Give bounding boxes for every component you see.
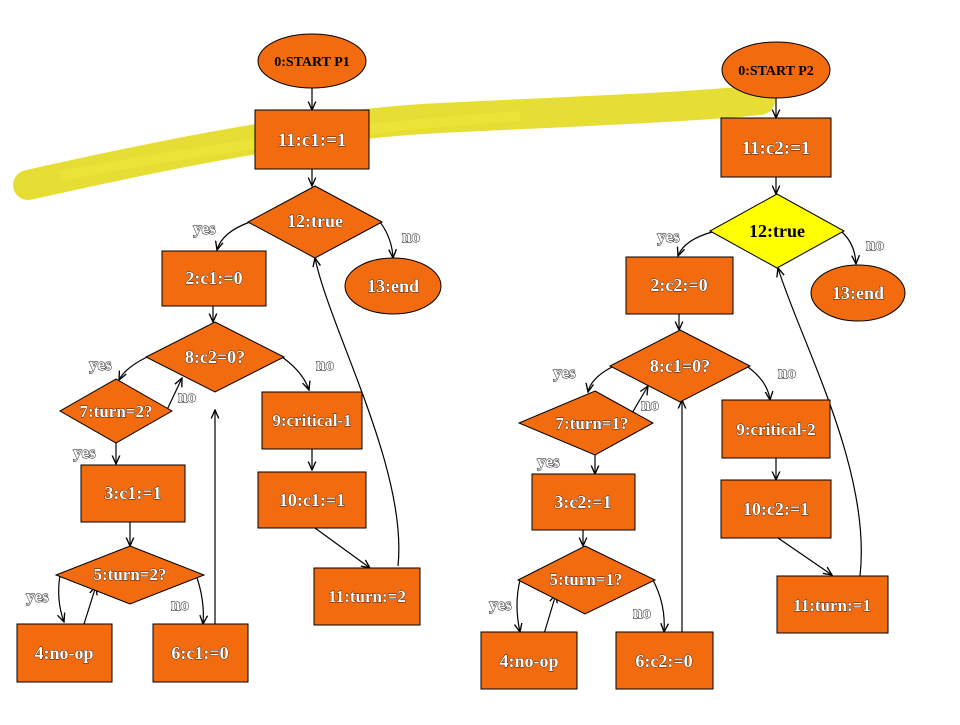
svg-text:2:c2:=0: 2:c2:=0 (650, 275, 707, 295)
p1-edge-labels: yes no yes no no yes yes no (26, 219, 421, 615)
label-p1-yes-7: yes (73, 443, 96, 462)
svg-text:5:turn=1?: 5:turn=1? (550, 570, 623, 589)
label-p2-no-8: no (778, 363, 796, 382)
svg-text:12:true: 12:true (287, 211, 343, 231)
label-p1-yes-5: yes (26, 587, 49, 606)
label-p2-yes-12: yes (657, 227, 680, 246)
label-p2-yes-5: yes (489, 595, 512, 614)
process-node-p2-2: 2:c2:=0 (625, 256, 734, 315)
process-node-p1-11-turn: 11:turn:=2 (313, 567, 421, 626)
decision-node-p2-7: 7:turn=1? (517, 390, 655, 456)
svg-text:6:c2:=0: 6:c2:=0 (635, 651, 692, 671)
svg-text:8:c1=0?: 8:c1=0? (650, 356, 710, 376)
process-node-p2-11: 11:c2:=1 (720, 117, 832, 178)
label-p2-yes-7: yes (537, 452, 560, 471)
decision-node-p2-8: 8:c1=0? (608, 329, 752, 403)
svg-text:9:critical-2: 9:critical-2 (736, 420, 815, 439)
process-node-p1-4: 4:no-op (16, 623, 113, 683)
decision-node-p1-7: 7:turn=2? (58, 378, 174, 444)
process-node-p2-3: 3:c2:=1 (531, 473, 636, 531)
svg-text:11:turn:=1: 11:turn:=1 (793, 596, 871, 615)
decision-node-p2-5: 5:turn=1? (516, 545, 657, 615)
svg-text:4:no-op: 4:no-op (499, 651, 558, 671)
svg-text:11:c2:=1: 11:c2:=1 (742, 138, 811, 159)
start-node-p1: 0:START P1 (257, 33, 367, 89)
p1-edges (59, 88, 400, 624)
svg-text:12:true: 12:true (749, 221, 805, 241)
svg-text:13:end: 13:end (367, 276, 419, 296)
highlighter-stroke (13, 85, 775, 200)
svg-text:0:START P1: 0:START P1 (274, 55, 350, 70)
process-node-p2-6: 6:c2:=0 (615, 631, 714, 690)
label-p2-no-7: no (641, 395, 659, 414)
svg-text:8:c2=0?: 8:c2=0? (185, 347, 245, 367)
svg-text:6:c1:=0: 6:c1:=0 (171, 643, 228, 663)
process-node-p2-11-turn: 11:turn:=1 (776, 575, 889, 634)
end-node-p1: 13:end (344, 257, 442, 315)
process-node-p2-4: 4:no-op (480, 631, 578, 690)
label-p1-no-8: no (316, 355, 334, 374)
start-node-p2: 0:START P2 (721, 41, 831, 99)
process-node-p1-3: 3:c1:=1 (80, 464, 186, 523)
svg-text:11:turn:=2: 11:turn:=2 (328, 587, 406, 606)
p1-nodes: 0:START P1 11:c1:=1 12:true 13:end 2:c1:… (16, 33, 442, 683)
p2-edge-labels: yes no yes no no yes yes no (489, 227, 885, 623)
svg-text:9:critical-1: 9:critical-1 (272, 411, 351, 430)
decision-node-p2-12: 12:true (708, 193, 846, 269)
label-p1-yes-8: yes (89, 355, 112, 374)
svg-text:11:c1:=1: 11:c1:=1 (278, 130, 347, 151)
label-p2-no-5: no (633, 603, 651, 622)
process-node-p1-11: 11:c1:=1 (254, 109, 370, 170)
svg-text:7:turn=2?: 7:turn=2? (80, 402, 153, 421)
svg-text:13:end: 13:end (832, 283, 884, 303)
process-node-p2-9: 9:critical-2 (721, 399, 831, 459)
process-node-p1-2: 2:c1:=0 (161, 250, 267, 307)
p2-edges (517, 98, 862, 635)
process-node-p2-10: 10:c2:=1 (720, 479, 832, 539)
label-p2-no-12: no (866, 235, 884, 254)
label-p1-yes-12: yes (193, 219, 216, 238)
process-node-p1-9: 9:critical-1 (261, 391, 363, 450)
svg-text:7:turn=1?: 7:turn=1? (556, 414, 629, 433)
label-p2-yes-8: yes (553, 363, 576, 382)
label-p1-no-7: no (178, 387, 196, 406)
svg-text:10:c2:=1: 10:c2:=1 (743, 499, 809, 519)
svg-text:3:c1:=1: 3:c1:=1 (104, 483, 161, 503)
svg-text:3:c2:=1: 3:c2:=1 (554, 492, 611, 512)
p2-nodes: 0:START P2 11:c2:=1 12:true 13:end 2:c2:… (480, 41, 906, 690)
svg-text:4:no-op: 4:no-op (34, 643, 93, 663)
label-p1-no-12: no (402, 227, 420, 246)
end-node-p2: 13:end (810, 264, 906, 322)
svg-text:10:c1:=1: 10:c1:=1 (279, 490, 345, 510)
process-node-p1-10: 10:c1:=1 (257, 471, 367, 529)
label-p1-no-5: no (171, 595, 189, 614)
svg-text:5:turn=2?: 5:turn=2? (94, 565, 167, 584)
decision-node-p1-5: 5:turn=2? (54, 545, 206, 605)
decision-node-p1-8: 8:c2=0? (144, 321, 286, 393)
svg-text:2:c1:=0: 2:c1:=0 (185, 268, 242, 288)
svg-text:0:START P2: 0:START P2 (738, 64, 814, 79)
process-node-p1-6: 6:c1:=0 (152, 623, 249, 683)
decision-node-p1-12: 12:true (246, 185, 384, 259)
